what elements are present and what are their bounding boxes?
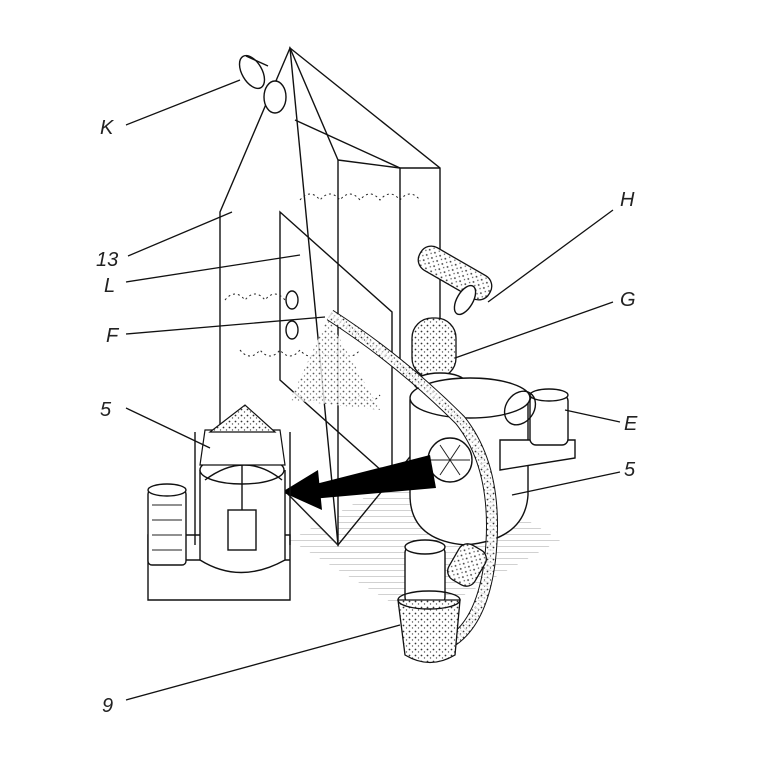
- label-h: H: [620, 189, 635, 211]
- powder-container-left: [147, 404, 291, 601]
- label-f: F: [106, 325, 120, 347]
- label-5-left: 5: [100, 399, 112, 421]
- label-9: 9: [102, 695, 113, 717]
- spray-cone: [290, 318, 380, 410]
- porthole-top: [263, 80, 287, 114]
- spray-gun: [417, 245, 493, 316]
- label-k: K: [100, 117, 115, 139]
- motor-unit: [499, 388, 576, 471]
- powder-container-right: [409, 377, 531, 546]
- leader-lines: [125, 79, 621, 701]
- hopper: [397, 539, 487, 664]
- porthole-2: [285, 320, 299, 340]
- label-13: 13: [96, 249, 118, 271]
- direction-arrow: [282, 455, 436, 510]
- label-l: L: [104, 275, 115, 297]
- label-e: E: [624, 413, 638, 435]
- powder-hose: [326, 309, 498, 656]
- label-g: G: [620, 289, 636, 311]
- porthole-1: [285, 290, 299, 310]
- exhaust-pipe: [238, 54, 269, 90]
- label-5-right: 5: [624, 459, 636, 481]
